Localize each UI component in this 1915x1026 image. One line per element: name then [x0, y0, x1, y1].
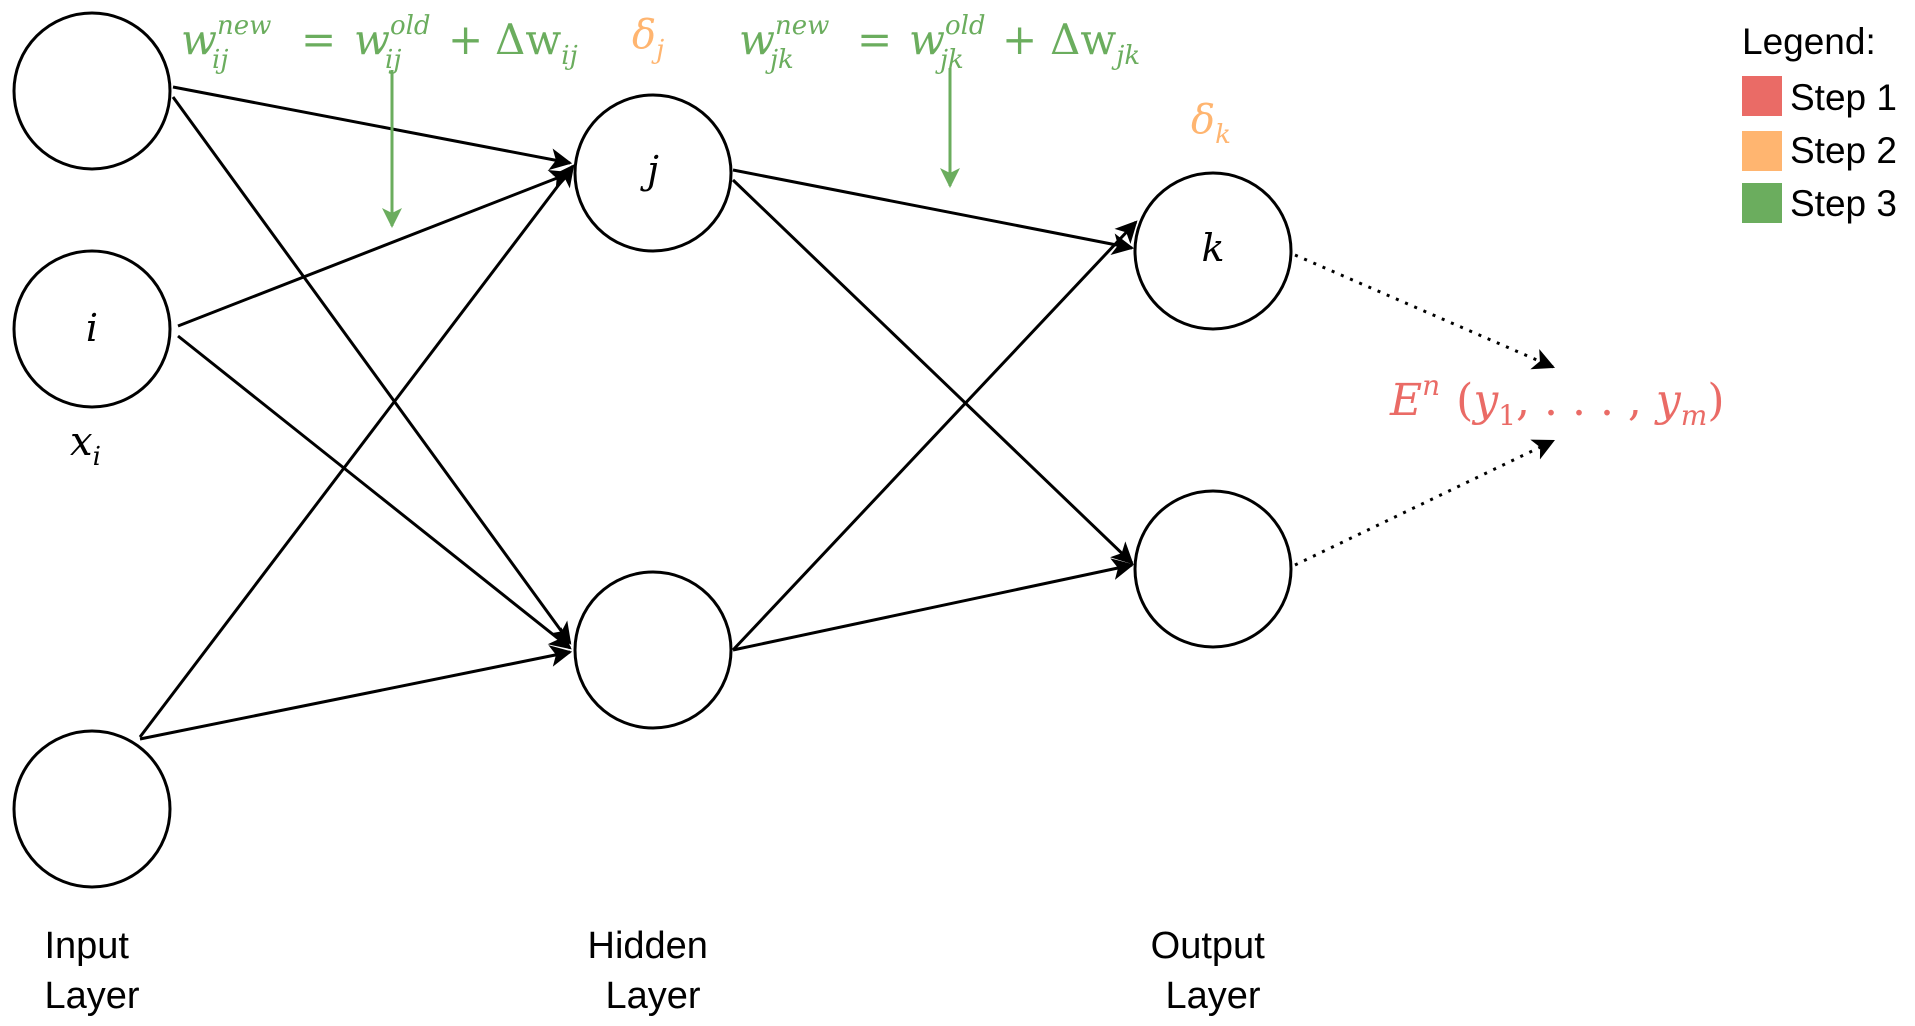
hidden-node-j: [573, 93, 733, 253]
node-label-i: i: [86, 306, 98, 350]
output-node-2: [1133, 489, 1293, 649]
legend-title: Legend:: [1742, 21, 1876, 62]
legend: Legend: Step 1 Step 2 Step 3: [1742, 21, 1897, 224]
legend-swatch-step2: [1742, 131, 1782, 171]
nodes: [12, 11, 1293, 889]
edge-output-k-error: [1294, 253, 1556, 370]
delta-k-label: δk: [1191, 97, 1231, 150]
input-node-i: [12, 249, 172, 409]
edge-output2-error: [1294, 439, 1555, 567]
legend-label-step3: Step 3: [1790, 183, 1897, 224]
edge-hidden2-output2: [732, 558, 1135, 652]
edge-hidden2-output-k: [731, 220, 1138, 652]
hidden-node-2: [573, 570, 733, 730]
legend-swatch-step1: [1742, 76, 1782, 116]
input-node-3: [12, 729, 172, 889]
edges-input-hidden: [138, 85, 575, 741]
edge-input3-hidden-j: [138, 164, 575, 738]
weight-update-arrows: [382, 68, 960, 228]
edge-input-i-hidden2: [177, 334, 572, 650]
input-layer-label: Input Layer: [44, 925, 139, 1017]
input-value-label: xi: [70, 419, 101, 472]
legend-label-step1: Step 1: [1790, 77, 1897, 118]
delta-j-label: δj: [632, 12, 664, 65]
edge-input1-hidden2: [171, 96, 572, 645]
error-function-label: En(y1, . . . , ym): [1389, 369, 1725, 432]
legend-swatch-step3: [1742, 183, 1782, 223]
output-node-k: [1133, 171, 1293, 331]
edge-input3-hidden2: [139, 645, 573, 741]
input-node-1: [12, 11, 172, 171]
edge-hidden-j-output2: [731, 178, 1134, 565]
output-layer-label: Output Layer: [1151, 925, 1276, 1017]
node-label-k: k: [1201, 226, 1224, 270]
hidden-layer-label: Hidden Layer: [588, 925, 719, 1017]
edges-output-error: [1294, 253, 1556, 567]
edge-input1-hidden-j: [172, 85, 573, 171]
legend-label-step2: Step 2: [1790, 130, 1897, 171]
edge-input-i-hidden-j: [177, 169, 573, 328]
edge-hidden-j-output-k: [732, 168, 1135, 255]
edges-hidden-output: [731, 168, 1138, 652]
